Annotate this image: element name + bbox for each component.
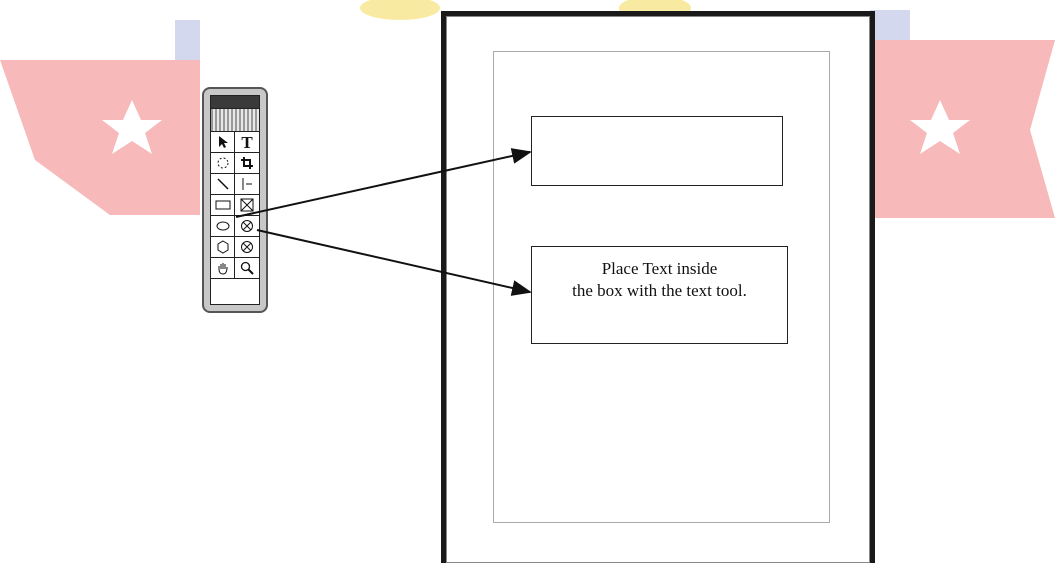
polygon-tool-icon[interactable] <box>211 237 235 258</box>
hand-tool-icon[interactable] <box>211 258 235 279</box>
filled-text-frame[interactable]: Place Text inside the box with the text … <box>531 246 788 344</box>
zoom-tool-icon[interactable] <box>235 258 259 279</box>
crop-tool-icon[interactable] <box>235 153 259 174</box>
app-logo <box>211 109 259 132</box>
text-frame-line-2: the box with the text tool. <box>572 281 747 300</box>
ellipse-tool-icon[interactable] <box>211 216 235 237</box>
star-icon <box>910 100 970 154</box>
rotate-tool-icon[interactable] <box>211 153 235 174</box>
tool-grid: T <box>211 132 259 279</box>
star-icon <box>102 100 162 154</box>
text-frame-line-1: Place Text inside <box>601 259 718 278</box>
toolbox-panel: T <box>210 95 260 305</box>
line-tool-icon[interactable] <box>211 174 235 195</box>
ellipse-frame-tool-icon[interactable] <box>235 216 259 237</box>
rectangle-tool-icon[interactable] <box>211 195 235 216</box>
text-tool-icon[interactable]: T <box>235 132 259 153</box>
perpendicular-line-tool-icon[interactable] <box>235 174 259 195</box>
toolbox-palette[interactable]: T <box>202 87 268 313</box>
pointer-tool-icon[interactable] <box>211 132 235 153</box>
empty-text-frame[interactable] <box>531 116 783 186</box>
rectangle-frame-tool-icon[interactable] <box>235 195 259 216</box>
toolbox-title-bar[interactable] <box>211 96 259 109</box>
polygon-frame-tool-icon[interactable] <box>235 237 259 258</box>
